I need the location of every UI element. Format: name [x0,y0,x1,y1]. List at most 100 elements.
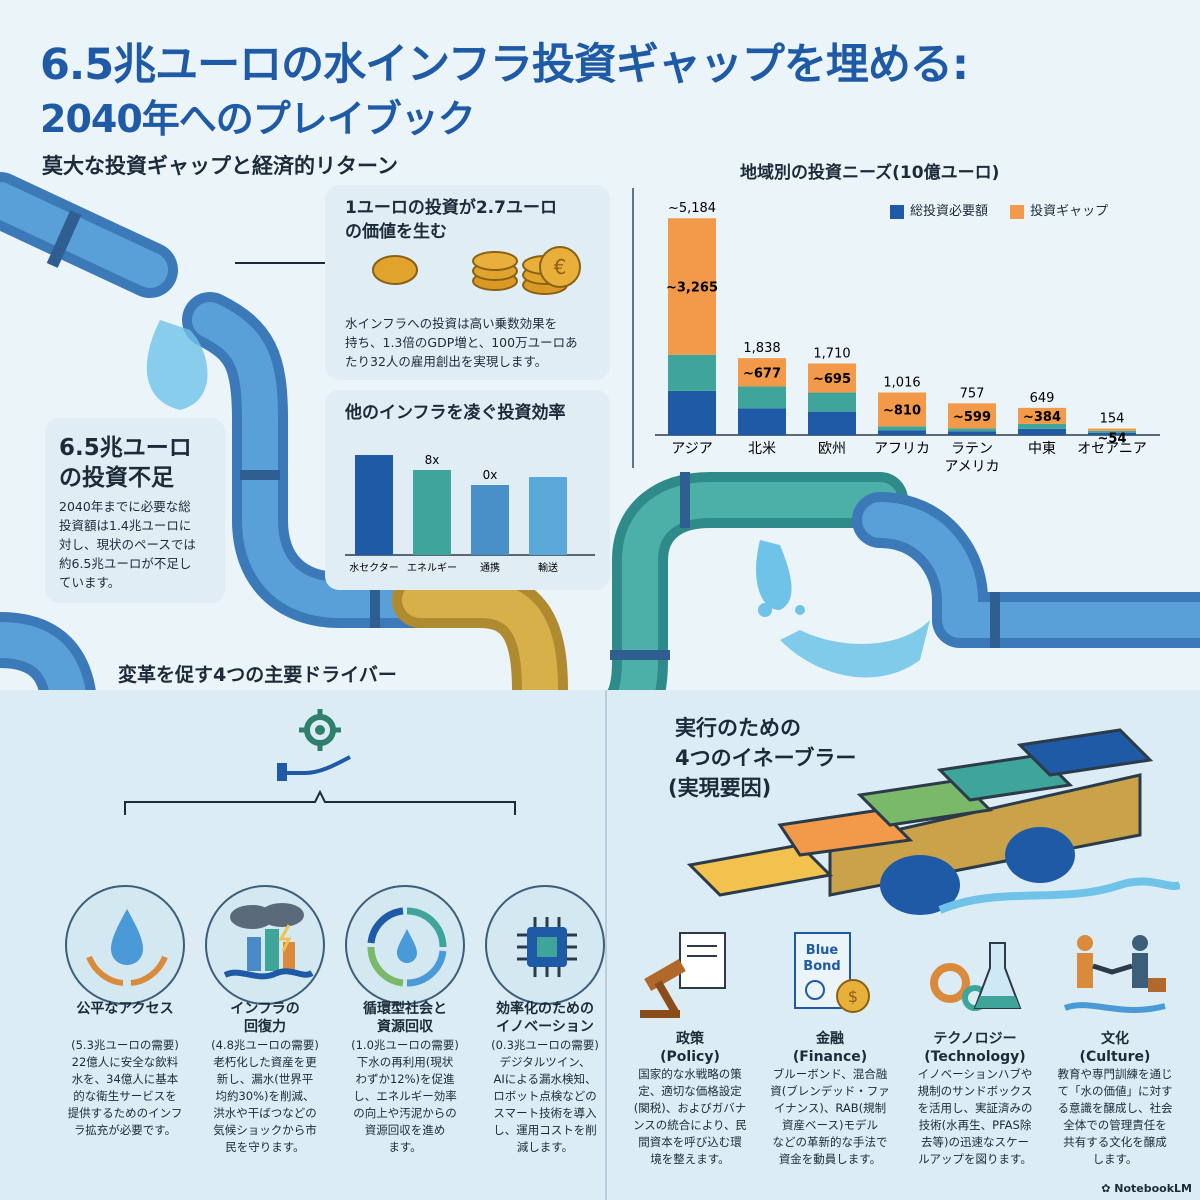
svg-text:Bond: Bond [803,959,840,974]
bar-segment-base [808,411,856,435]
gap-section-heading: 莫大な投資ギャップと経済的リターン [42,154,398,178]
return-card-text-3: たり32人の雇用創出を実現します。 [345,354,548,369]
regional-chart-title: 地域別の投資ニーズ(10億ユーロ) [740,163,1000,183]
driver-text-line: 気候ショックから市 [213,1123,317,1137]
enabler-title: 文化 [1101,1031,1129,1047]
chip-icon [485,885,605,1005]
enabler-title: 政策 [676,1031,704,1047]
driver-title-line2: 回復力 [244,1019,286,1035]
gavel-icon [635,928,745,1023]
total-value-label: 649 [1030,391,1055,406]
driver-text-line: 減します。 [516,1140,574,1154]
driver-text-line: (0.3兆ユーロの需要) [491,1038,599,1052]
bar-segment-mid [808,392,856,412]
enabler-text-line: て「水の価値」に対す [1057,1084,1173,1098]
bar-segment-base [1088,432,1136,435]
bar-segment-base [948,431,996,435]
enabler-text-line: などの革新的な手法で [772,1135,888,1149]
gap-value-label: ~54 [1098,432,1127,447]
driver-text-line: 新し、漏水(世界平 [216,1072,314,1086]
bar-segment-gap [1018,407,1066,424]
coins-icon: € [372,246,581,295]
category-label: 北米 [748,441,776,457]
bar-segment-gap [878,392,926,427]
driver-text-line: 均約30%)を削減、 [215,1089,315,1103]
bar-segment-gap [668,218,716,355]
driver-text-line: 22億人に安全な飲料 [71,1055,179,1069]
gear-hand-icon [277,709,351,781]
gap-card-title-line2: の投資不足 [59,465,174,491]
footer-brand: ✿ NotebookLM [1101,1182,1192,1195]
enabler-text-line: 去等)の迅速なスケー [921,1135,1029,1149]
driver-text-line: AIによる漏水検知、 [493,1072,597,1086]
driver-title-line2: 資源回収 [377,1019,433,1035]
driver-text-line: わずか12%)を促進 [355,1072,455,1086]
chart-legend: 総投資必要額 投資ギャップ [890,200,1108,219]
enabler-text-line: を活用し、実証済みの [917,1101,1033,1115]
chart-divider [632,188,634,468]
efficiency-bar-label: 通携 [480,561,500,574]
enabler-text-line: 資産ベース)モデル [782,1118,878,1132]
driver-text-line: (1.0兆ユーロの需要) [351,1038,459,1052]
gap-value-label: ~677 [743,366,781,381]
bar-segment-base [668,390,716,435]
efficiency-bar [413,470,451,555]
driver-text-line: 水を、34億人に基本 [71,1072,179,1086]
puzzle-bridge-icon [686,728,1180,915]
bar-segment-base [1018,428,1066,435]
driver-title: インフラの [230,1001,300,1017]
efficiency-bar [355,455,393,555]
gap-card-text-3: 対し、現状のペースでは [59,537,196,552]
regional-bar-chart: ~5,184~3,265アジア1,838~677北米1,710~695欧州1,0… [655,201,1160,475]
efficiency-annotation: 8x [425,453,440,467]
driver-text-line: 下水の再利用(現状 [356,1055,454,1069]
category-label: アメリカ [944,459,999,475]
return-card-text-1: 水インフラへの投資は高い乗数効果を [345,316,558,331]
driver-title: 公平なアクセス [76,1001,174,1017]
driver-text-line: (4.8兆ユーロの需要) [211,1038,319,1052]
svg-text:$: $ [848,987,858,1006]
efficiency-bar-label: エネルギー [407,562,457,574]
return-card-text-2: 持ち、1.3倍のGDP増と、100万ユーロあ [345,335,578,350]
category-label: ラテン [951,441,993,457]
bar-segment-mid [1088,430,1136,433]
bar-segment-gap [948,403,996,429]
enabler-subtitle: (Policy) [660,1049,720,1065]
gap-value-label: ~3,265 [666,280,718,295]
driver-text-line: 提供するためのインフ [67,1106,183,1120]
efficiency-card-title: 他のインフラを凌ぐ投資効率 [345,403,566,423]
legend-swatch-gap [1010,204,1025,219]
return-card-title-line2: の価値を生む [345,222,447,242]
enabler-text-line: 教育や専門訓練を通じ [1057,1067,1173,1081]
connector-line [235,262,325,264]
efficiency-bar [529,477,567,555]
return-card: 1ユーロの投資が2.7ユーロ の価値を生む € 水インフラへの投資は高い乗数効果… [325,185,610,380]
category-label: アフリカ [874,441,930,457]
enabler-text-line: 定、適切な価格設定 [638,1084,742,1098]
enabler-title: 金融 [816,1031,844,1047]
bar-segment-base [738,408,786,435]
legend-swatch-total [890,204,904,219]
driver-title: 循環型社会と [363,1001,447,1017]
driver-text-line: 洪水や干ばつなどの [213,1106,317,1120]
bar-segment-gap [738,358,786,387]
enabler-title: テクノロジー [933,1031,1017,1047]
total-value-label: 1,710 [813,346,850,361]
enabler-text-line: ンスの統合により、民 [632,1118,748,1132]
driver-text-line: し、運用コストを削 [493,1123,597,1137]
gap-value-label: ~599 [953,410,991,425]
total-value-label: ~5,184 [668,201,716,216]
enabler-text-line: ブルーボンド、混合融 [772,1067,888,1081]
bar-segment-mid [668,354,716,391]
enabler-text-line: 規制のサンドボックス [917,1084,1033,1098]
enabler-text-line: (関税)、およびガバナ [633,1101,747,1115]
bar-segment-base [878,430,926,435]
enablers-heading-line2: 4つのイネーブラー [675,746,857,770]
enabler-text-line: します。 [1092,1152,1138,1166]
efficiency-annotation: 0x [483,468,498,482]
bar-segment-mid [878,426,926,431]
driver-text-line: 老朽化した資産を更 [213,1055,317,1069]
driver-title-line2: イノベーション [496,1019,594,1035]
storm-city-icon [205,885,325,1005]
